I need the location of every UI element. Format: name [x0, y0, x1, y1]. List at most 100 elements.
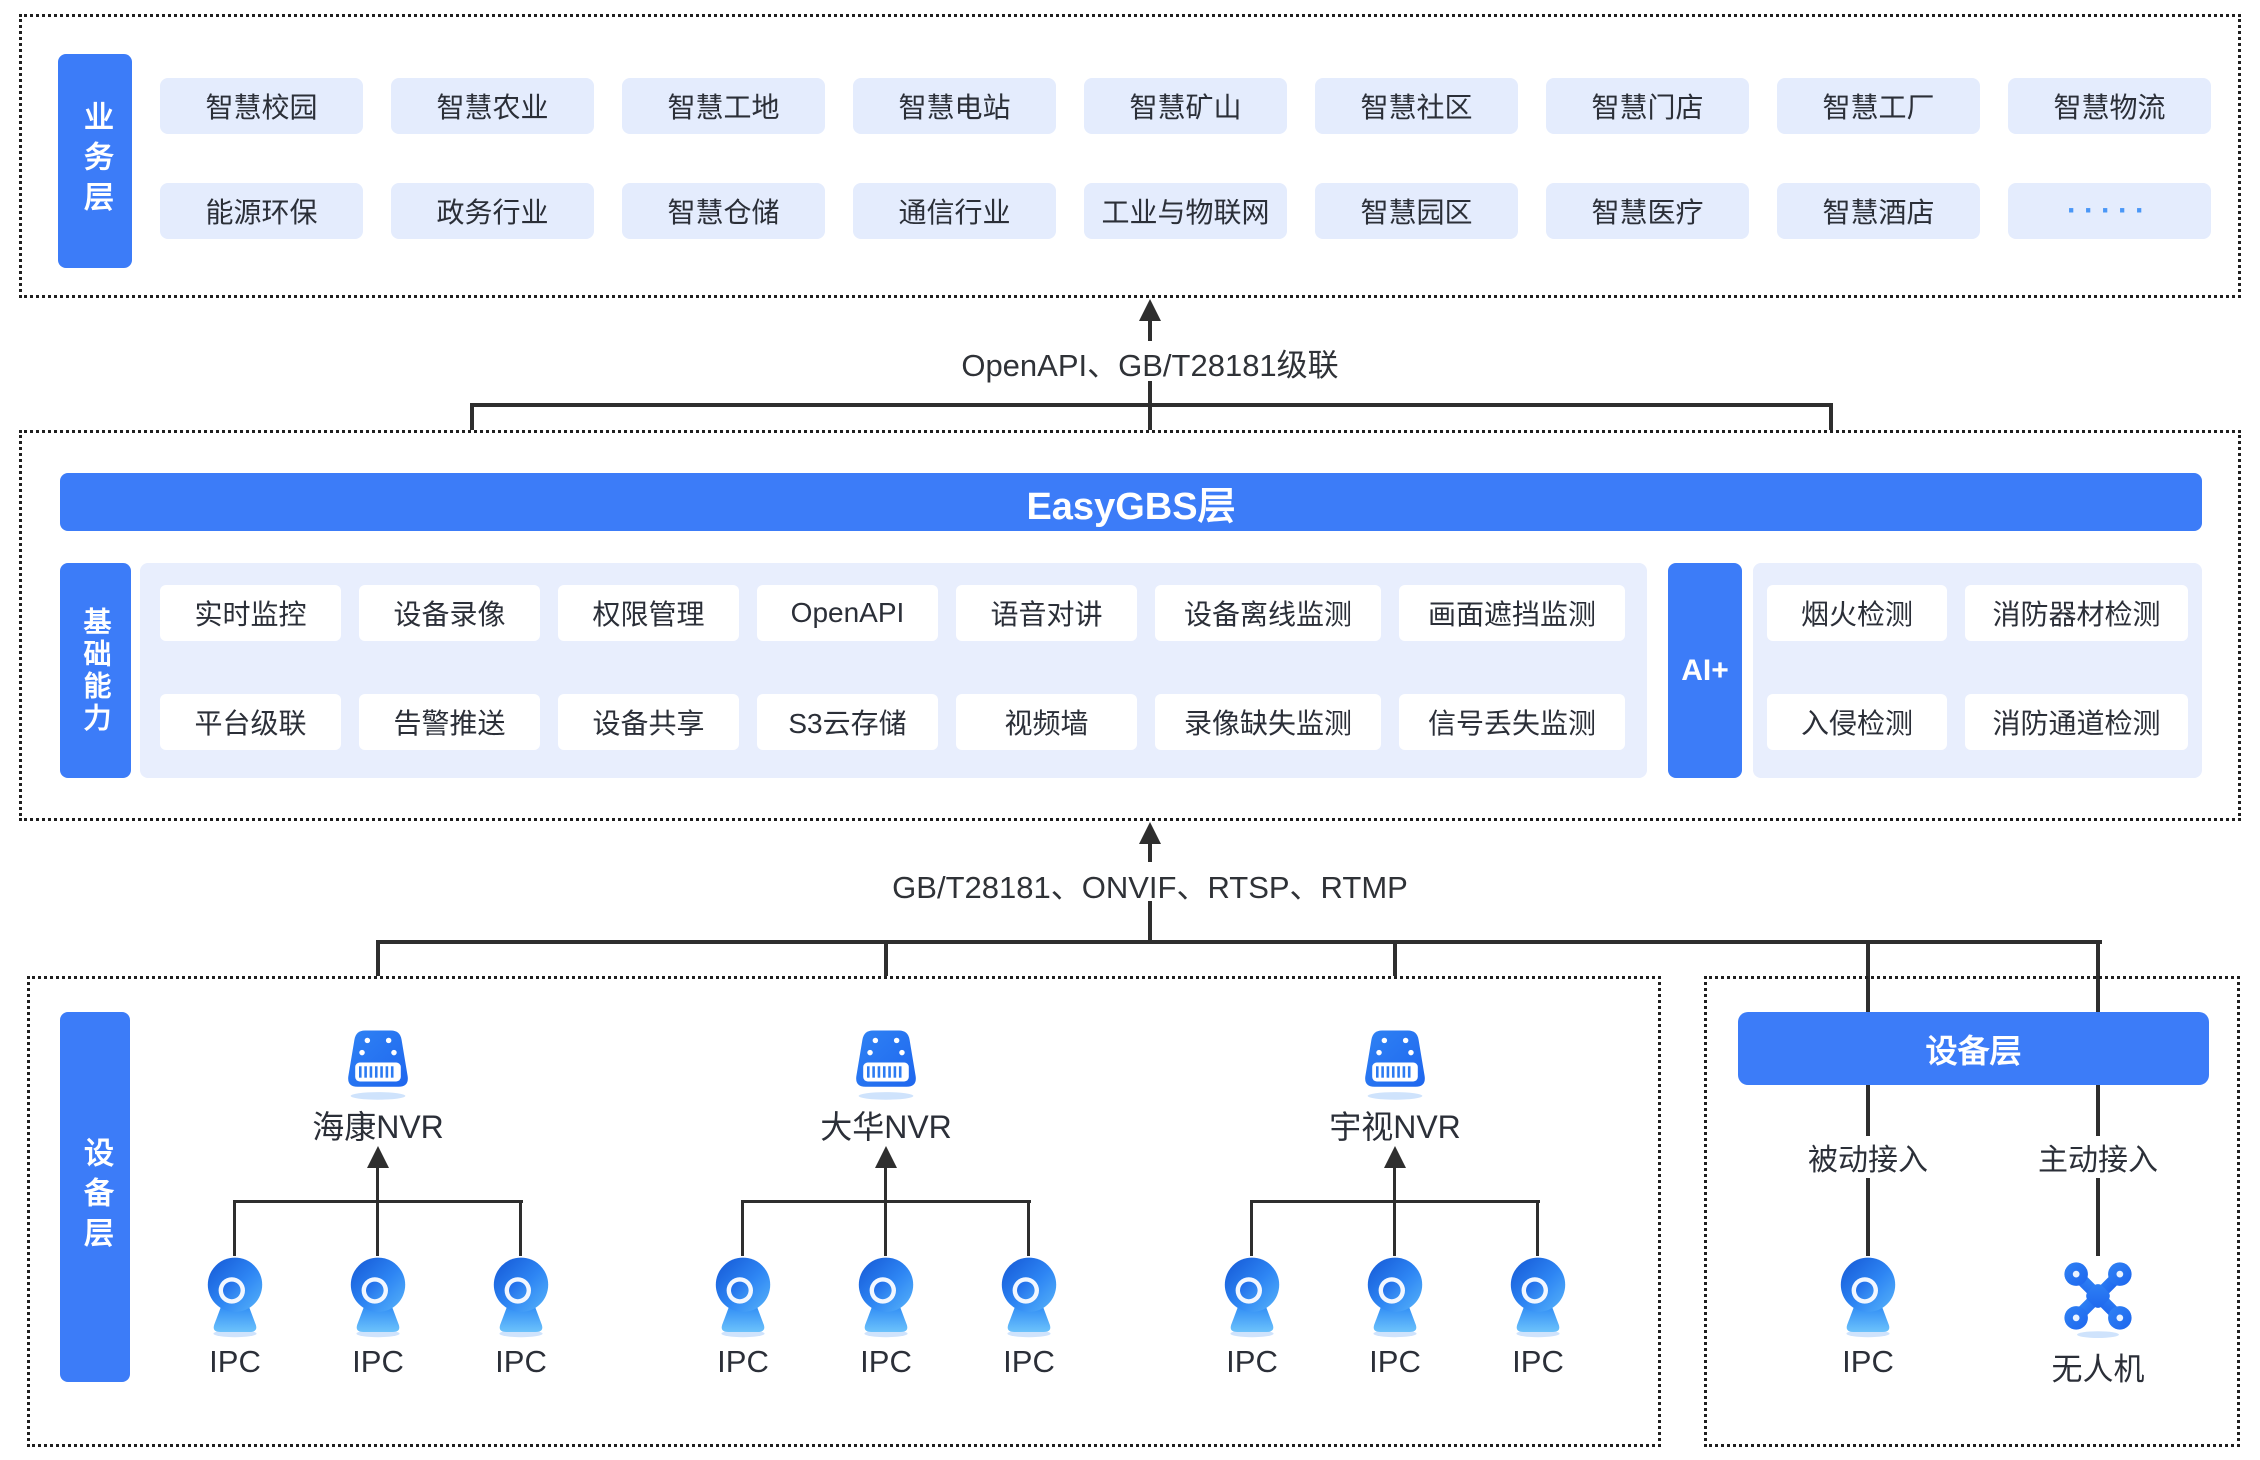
- capability-label: 基础能力: [60, 563, 131, 778]
- capability-row-2: 平台级联 告警推送 设备共享 S3云存储 视频墙 录像缺失监测 信号丢失监测: [160, 694, 1625, 750]
- connector-bracket: [470, 403, 1833, 407]
- link-top-label: OpenAPI、GB/T28181级联: [961, 348, 1339, 383]
- arrow-up-icon: [1139, 822, 1161, 844]
- ai-row-2: 入侵检测 消防通道检测: [1767, 694, 2188, 750]
- connector-line: [1536, 1200, 1539, 1256]
- ipc-camera-icon: [1510, 1257, 1566, 1338]
- connector-line: [1148, 843, 1152, 862]
- ai-panel: 烟火检测 消防器材检测 入侵检测 消防通道检测: [1753, 563, 2202, 778]
- access-mode-label: 主动接入: [1978, 1136, 2218, 1178]
- ipc-label: IPC: [717, 1344, 769, 1379]
- connector-line: [884, 1200, 887, 1256]
- nvr-name: 大华NVR: [820, 1109, 952, 1145]
- ipc-label: IPC: [1369, 1344, 1421, 1379]
- capability-item: 画面遮挡监测: [1399, 585, 1625, 641]
- business-item: 智慧工地: [622, 78, 825, 134]
- connector-line: [1148, 381, 1152, 473]
- drone-label: 无人机: [2051, 1352, 2145, 1387]
- capability-item: 告警推送: [359, 694, 540, 750]
- capability-item: 设备录像: [359, 585, 540, 641]
- capability-item: 设备共享: [558, 694, 739, 750]
- ai-item: 消防器材检测: [1965, 585, 2188, 641]
- ipc-label: IPC: [1226, 1344, 1278, 1379]
- business-item: 智慧电站: [853, 78, 1056, 134]
- arrow-up-icon: [875, 1146, 897, 1168]
- nvr-icon: [336, 1026, 420, 1102]
- capability-row-1: 实时监控 设备录像 权限管理 OpenAPI 语音对讲 设备离线监测 画面遮挡监…: [160, 585, 1625, 641]
- ai-item: 消防通道检测: [1965, 694, 2188, 750]
- connector-line: [1250, 1200, 1253, 1256]
- business-item: 智慧门店: [1546, 78, 1749, 134]
- ipc-node: IPC: [318, 1254, 438, 1380]
- ipc-node: IPC: [1808, 1254, 1928, 1380]
- ipc-node: IPC: [1192, 1254, 1312, 1380]
- connector-line: [1393, 1200, 1396, 1256]
- drone-icon: [2064, 1262, 2132, 1338]
- ai-item: 烟火检测: [1767, 585, 1947, 641]
- business-row-2: 能源环保 政务行业 智慧仓储 通信行业 工业与物联网 智慧园区 智慧医疗 智慧酒…: [160, 183, 2212, 239]
- business-chip-grid: 智慧校园 智慧农业 智慧工地 智慧电站 智慧矿山 智慧社区 智慧门店 智慧工厂 …: [160, 78, 2212, 239]
- ipc-node: IPC: [1478, 1254, 1598, 1380]
- ipc-label: IPC: [860, 1344, 912, 1379]
- business-item: 政务行业: [391, 183, 594, 239]
- ipc-camera-icon: [1224, 1257, 1280, 1338]
- capability-item: 录像缺失监测: [1155, 694, 1381, 750]
- connector-line: [1148, 320, 1152, 341]
- ipc-camera-icon: [858, 1257, 914, 1338]
- arrow-up-icon: [1139, 299, 1161, 321]
- connector-bracket: [376, 940, 2102, 944]
- capability-item: 信号丢失监测: [1399, 694, 1625, 750]
- ipc-label: IPC: [1512, 1344, 1564, 1379]
- nvr-name: 宇视NVR: [1329, 1109, 1461, 1145]
- access-box-panel: [1704, 976, 2240, 1447]
- connector-line: [233, 1200, 236, 1256]
- business-item: 智慧工厂: [1777, 78, 1980, 134]
- connector-line: [376, 1166, 379, 1202]
- ipc-node: IPC: [969, 1254, 1089, 1380]
- ipc-camera-icon: [715, 1257, 771, 1338]
- capability-panel: 实时监控 设备录像 权限管理 OpenAPI 语音对讲 设备离线监测 画面遮挡监…: [140, 563, 1647, 778]
- ipc-label: IPC: [352, 1344, 404, 1379]
- capability-item: OpenAPI: [757, 585, 938, 641]
- drone-node: 无人机: [2038, 1254, 2158, 1389]
- connector-line: [1393, 1166, 1396, 1202]
- business-item: 能源环保: [160, 183, 363, 239]
- business-item: 智慧农业: [391, 78, 594, 134]
- business-item: 通信行业: [853, 183, 1056, 239]
- connector-line: [1027, 1200, 1030, 1256]
- connector-line: [376, 1200, 379, 1256]
- link-bottom-label: GB/T28181、ONVIF、RTSP、RTMP: [892, 870, 1408, 905]
- nvr-icon: [844, 1026, 928, 1102]
- capability-item: 平台级联: [160, 694, 341, 750]
- access-box-header: 设备层: [1738, 1012, 2209, 1085]
- ipc-camera-icon: [1840, 1257, 1896, 1338]
- business-item: 智慧医疗: [1546, 183, 1749, 239]
- ipc-node: IPC: [683, 1254, 803, 1380]
- business-item-more-dots: ·····: [2008, 183, 2211, 239]
- capability-item: 设备离线监测: [1155, 585, 1381, 641]
- arrow-up-icon: [367, 1146, 389, 1168]
- business-item: 智慧矿山: [1084, 78, 1287, 134]
- business-layer-label: 业务层: [58, 54, 132, 268]
- connector-line: [1866, 940, 1870, 1256]
- easygbs-bar: EasyGBS层: [60, 473, 2202, 531]
- connector-line: [1148, 901, 1152, 942]
- business-item: 智慧园区: [1315, 183, 1518, 239]
- connector-line: [884, 1166, 887, 1202]
- business-item: 智慧酒店: [1777, 183, 1980, 239]
- ai-item: 入侵检测: [1767, 694, 1947, 750]
- ai-row-1: 烟火检测 消防器材检测: [1767, 585, 2188, 641]
- ipc-label: IPC: [1842, 1344, 1894, 1379]
- capability-item: 权限管理: [558, 585, 739, 641]
- business-layer-panel: [19, 14, 2241, 298]
- ipc-label: IPC: [1003, 1344, 1055, 1379]
- business-item: 智慧物流: [2008, 78, 2211, 134]
- ipc-label: IPC: [209, 1344, 261, 1379]
- nvr-icon: [1353, 1026, 1437, 1102]
- capability-item: 语音对讲: [956, 585, 1137, 641]
- capability-item: S3云存储: [757, 694, 938, 750]
- capability-item: 视频墙: [956, 694, 1137, 750]
- ipc-camera-icon: [493, 1257, 549, 1338]
- ai-plus-label: AI+: [1668, 563, 1742, 778]
